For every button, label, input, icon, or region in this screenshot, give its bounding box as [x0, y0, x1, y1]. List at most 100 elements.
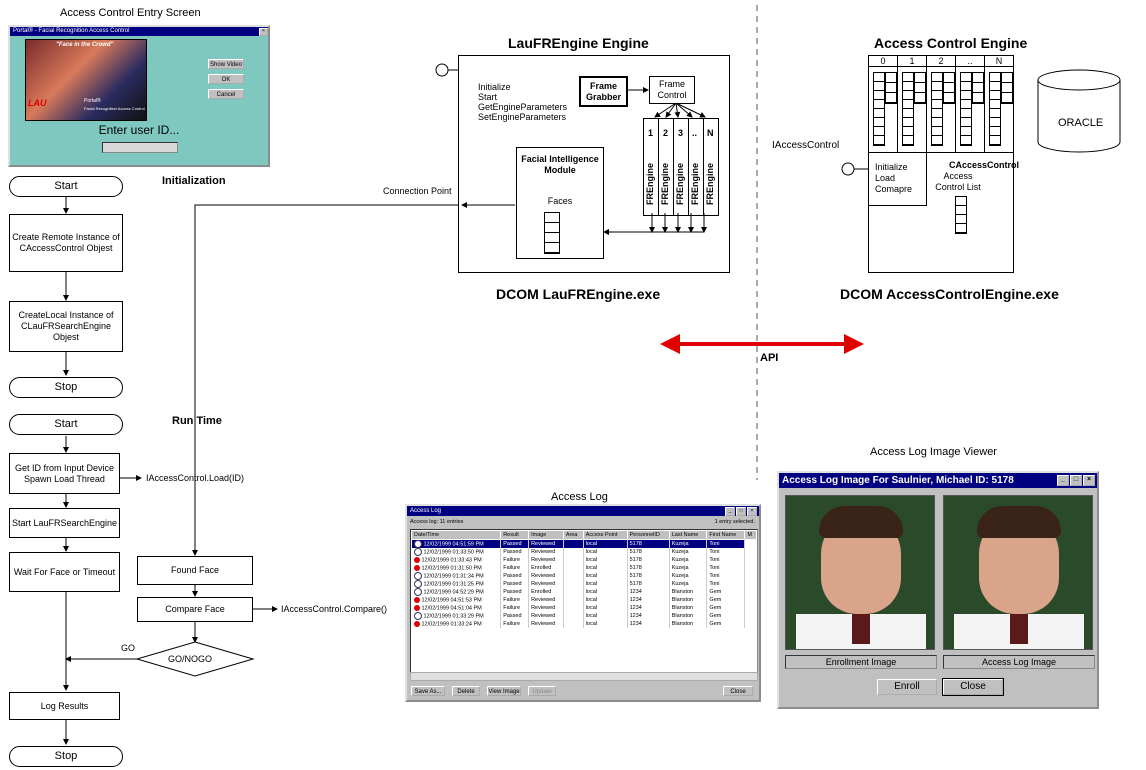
log-cell: Toni — [709, 541, 720, 547]
load-call-label: IAccessControl.Load(ID) — [146, 473, 245, 483]
frame-control-box: Frame Control — [649, 76, 695, 104]
method-initialize: Initialize — [478, 82, 511, 92]
failure-icon — [413, 564, 420, 571]
log-cell: 5178 — [629, 549, 642, 555]
access-log-heading: Access Log — [551, 491, 608, 503]
log-column-header[interactable]: Last Name — [668, 530, 708, 540]
log-cell: Kuzeja — [671, 557, 689, 563]
access-control-list-stack — [955, 196, 967, 234]
maximize-icon[interactable]: □ — [736, 506, 746, 516]
log-cell: Failure — [503, 621, 521, 627]
log-cell: 12/02/1999 04:51:53 PM — [421, 597, 482, 604]
log-cell: 12/02/1999 01:31:34 PM — [423, 573, 484, 580]
view-image-button[interactable]: View Image — [487, 686, 521, 696]
access-log-image-caption: Access Log Image — [943, 655, 1095, 669]
minimize-icon[interactable]: _ — [725, 506, 735, 516]
close-icon[interactable]: × — [1083, 475, 1095, 486]
enroll-button[interactable]: Enroll — [877, 679, 937, 695]
log-cell: Failure — [503, 565, 521, 571]
start-engine-step: Start LauFRSearchEngine — [9, 508, 120, 538]
log-cell: Enrolled — [531, 589, 552, 595]
log-cell: Gem — [709, 589, 722, 595]
log-cell: Gem — [709, 613, 722, 619]
log-cell: local — [585, 573, 598, 579]
close-icon[interactable]: × — [259, 27, 268, 36]
log-column-header[interactable]: Area — [562, 530, 584, 540]
log-cell: Passed — [503, 589, 522, 595]
log-cell: Blanston — [671, 621, 694, 627]
ac-slot-dots: .. — [956, 56, 985, 152]
log-cell: 12/02/1999 01:33:29 PM — [423, 613, 484, 620]
user-id-input[interactable] — [102, 142, 178, 153]
oracle-db-label: ORACLE — [1058, 117, 1104, 129]
log-cell: Failure — [503, 597, 521, 603]
ok-button[interactable]: OK — [208, 74, 244, 84]
log-cell: local — [585, 541, 598, 547]
run-time-label: Run Time — [172, 415, 222, 427]
get-id-step: Get ID from Input Device Spawn Load Thre… — [9, 453, 120, 494]
show-video-button[interactable]: Show Video — [208, 59, 244, 69]
product-name: Portal® — [84, 98, 101, 104]
fim-box: Facial Intelligence Module Faces — [516, 147, 604, 259]
maximize-icon[interactable]: □ — [1070, 475, 1082, 486]
log-cell: Gem — [709, 621, 722, 627]
update-button[interactable]: Update — [528, 686, 556, 696]
table-row[interactable]: 12/02/1999 01:33:50 PM Passed Reviewed loca… — [411, 548, 757, 556]
image-viewer-title: Access Log Image For Saulnier, Michael I… — [782, 475, 1014, 486]
log-column-header[interactable]: First Name — [706, 530, 746, 540]
log-cell: 5178 — [629, 573, 642, 579]
horizontal-scrollbar[interactable] — [410, 672, 758, 681]
log-cell: Reviewed — [531, 549, 556, 555]
log-column-header[interactable]: Result — [500, 530, 530, 540]
save-as-button[interactable]: Save As... — [411, 686, 445, 696]
close-icon[interactable]: × — [747, 506, 757, 516]
log-column-header[interactable]: PersonnelID — [626, 530, 670, 540]
minimize-icon[interactable]: _ — [1057, 475, 1069, 486]
method-get-params: GetEngineParameters — [478, 102, 568, 112]
close-button[interactable]: Close — [723, 686, 753, 696]
passed-icon — [413, 548, 422, 556]
log-column-header[interactable]: Access Point — [582, 530, 628, 540]
failure-icon — [413, 596, 420, 603]
api-label: API — [760, 352, 779, 364]
log-column-header[interactable]: M — [744, 530, 757, 540]
log-column-header[interactable]: Image — [528, 530, 564, 540]
ac-slot-array: 0 1 2 .. N — [869, 56, 1013, 153]
caccesscontrol-label: CAccessControl — [949, 160, 1020, 170]
ac-slot-1: 1 — [898, 56, 927, 152]
log-cell: 1234 — [629, 597, 642, 603]
log-cell: 1234 — [629, 589, 642, 595]
entry-screen-window: Portal® - Facial Recognition Access Cont… — [8, 25, 270, 167]
log-cell: Passed — [503, 549, 522, 555]
log-cell: 1234 — [629, 605, 642, 611]
ac-engine-title: Access Control Engine — [874, 35, 1028, 51]
log-column-header[interactable]: Date/Time — [411, 530, 502, 540]
log-cell: local — [585, 549, 598, 555]
log-cell: 12/02/1999 01:33:24 PM — [421, 621, 482, 628]
log-cell: 12/02/1999 01:33:50 PM — [423, 549, 484, 556]
passed-icon — [413, 540, 422, 548]
create-local-step: CreateLocal Instance of CLauFRSearchEngi… — [9, 301, 123, 352]
delete-button[interactable]: Delete — [452, 686, 480, 696]
found-face-step: Found Face — [137, 556, 253, 585]
enrollment-face-image — [785, 495, 935, 650]
passed-icon — [413, 612, 422, 620]
frame-grabber-box: Frame Grabber — [579, 76, 628, 107]
cancel-button[interactable]: Cancel — [208, 89, 244, 99]
close-button[interactable]: Close — [942, 678, 1004, 696]
